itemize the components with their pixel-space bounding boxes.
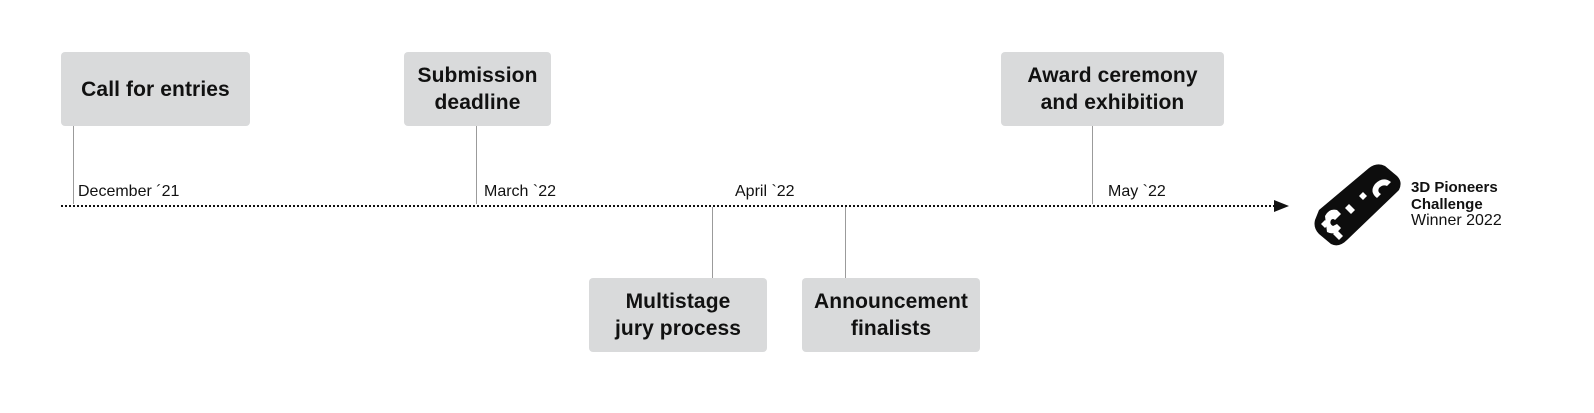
timeline-arrowhead-icon: [1274, 200, 1289, 212]
milestone-stem-call-for-entries: [73, 126, 74, 204]
timeline-axis: [61, 205, 1275, 207]
badge-line-3: Winner 2022: [1411, 212, 1502, 229]
milestone-multistage-jury-process: Multistage jury process: [589, 278, 767, 352]
date-label-december: December ´21: [78, 183, 180, 200]
milestone-stem-multistage-jury: [712, 207, 713, 278]
milestone-submission-deadline: Submission deadline: [404, 52, 551, 126]
badge-text: 3D Pioneers Challenge Winner 2022: [1411, 179, 1502, 230]
date-label-march: March `22: [484, 183, 557, 200]
badge-line-2: Challenge: [1411, 195, 1483, 213]
milestone-stem-announcement-finalists: [845, 207, 846, 278]
date-label-april: April `22: [735, 183, 795, 200]
milestone-stem-award-ceremony: [1092, 126, 1093, 204]
date-label-may: May `22: [1108, 183, 1166, 200]
milestone-stem-submission-deadline: [476, 126, 477, 204]
milestone-award-ceremony: Award ceremony and exhibition: [1001, 52, 1224, 126]
3dpc-logo-icon: [1314, 164, 1401, 246]
milestone-call-for-entries: Call for entries: [61, 52, 250, 126]
milestone-announcement-finalists: Announcement finalists: [802, 278, 980, 352]
badge-line-1: 3D Pioneers: [1411, 179, 1498, 196]
